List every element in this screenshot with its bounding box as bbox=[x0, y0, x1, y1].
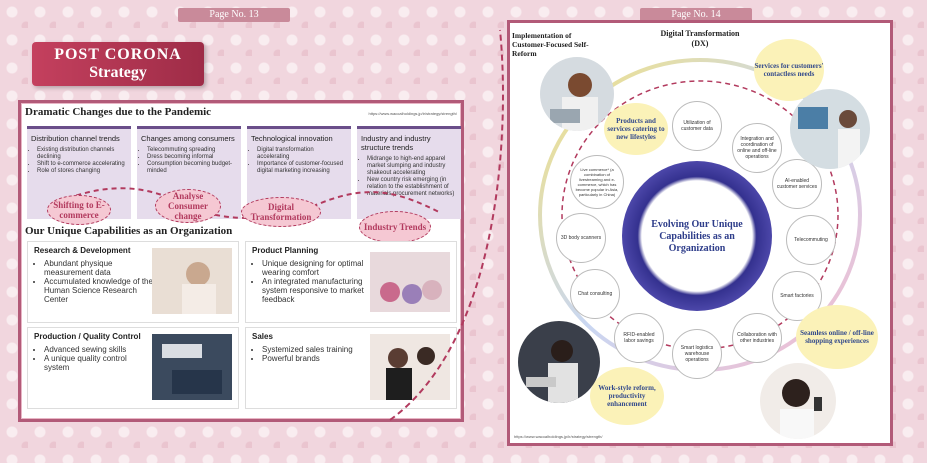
trend-column-4: Industry and industry structure trends M… bbox=[357, 126, 461, 219]
page-connector-arc bbox=[389, 29, 504, 421]
photo-woman-desk bbox=[518, 321, 600, 403]
node-rfid: RFID-enabled labor savings bbox=[614, 313, 664, 363]
card-title: Sales bbox=[252, 332, 273, 341]
capabilities-heading: Our Unique Capabilities as an Organizati… bbox=[25, 225, 233, 237]
sales-photo bbox=[370, 334, 450, 400]
node-chat-consulting: Chat consulting bbox=[570, 269, 620, 319]
card-item: A unique quality control system bbox=[44, 354, 154, 372]
trend-item: Dress becoming informal bbox=[147, 154, 237, 161]
banner-line2: Strategy bbox=[89, 64, 147, 81]
pandemic-url: https://www.wacoalholdings.jp/ir/strateg… bbox=[368, 111, 458, 116]
trend-item: Role of stores changing bbox=[37, 168, 127, 175]
bubble-work-style: Work-style reform, productivity enhancem… bbox=[590, 367, 664, 425]
card-item: Advanced sewing skills bbox=[44, 345, 154, 354]
page-number-right: Page No. 14 bbox=[640, 8, 752, 22]
node-collaboration: Collaboration with other industries bbox=[732, 313, 782, 363]
card-item: Abundant physique measurement data bbox=[44, 259, 154, 277]
research-photo bbox=[152, 248, 232, 314]
center-label: Evolving Our Unique Capabilities as an O… bbox=[651, 219, 743, 254]
card-item: Accumulated knowledge of the Human Scien… bbox=[44, 277, 154, 304]
bubble-new-lifestyles: Products and services catering to new li… bbox=[604, 103, 668, 155]
card-sales: Sales Systemized sales training Powerful… bbox=[245, 327, 457, 409]
card-item: Powerful brands bbox=[262, 354, 372, 363]
dashed-flow-line bbox=[50, 187, 442, 219]
planning-photo bbox=[370, 252, 450, 312]
trend-title: Changes among consumers bbox=[141, 134, 235, 143]
card-title: Product Planning bbox=[252, 246, 319, 255]
trend-item: Importance of customer-focused digital m… bbox=[257, 161, 347, 175]
right-content-panel: Implementation of Customer-Focused Self-… bbox=[507, 20, 893, 446]
node-customer-data: Utilization of customer data bbox=[672, 101, 722, 151]
node-telecommuting: Telecommuting bbox=[786, 215, 836, 265]
trend-item: Midrange to high-end apparel market slum… bbox=[367, 156, 457, 177]
photo-woman-screen bbox=[790, 89, 870, 169]
trend-item: Digital transformation accelerating bbox=[257, 147, 347, 161]
node-3d-scanners: 3D body scanners bbox=[556, 213, 606, 263]
card-item: Systemized sales training bbox=[262, 345, 372, 354]
card-title: Research & Development bbox=[34, 246, 131, 255]
node-online-offline: Integration and coordination of online a… bbox=[732, 123, 782, 173]
dx-url: https://www.wacoalholdings.jp/ir/strateg… bbox=[514, 434, 603, 439]
ellipse-digital: Digital Transformation bbox=[241, 197, 321, 227]
pandemic-heading: Dramatic Changes due to the Pandemic bbox=[25, 106, 212, 118]
trend-title: Technological innovation bbox=[251, 134, 333, 143]
photo-woman-phone bbox=[760, 363, 836, 439]
card-planning: Product Planning Unique designing for op… bbox=[245, 241, 457, 323]
card-item: An integrated manufacturing system respo… bbox=[262, 277, 372, 304]
card-item: Unique designing for optimal wearing com… bbox=[262, 259, 372, 277]
dx-heading: Digital Transformation (DX) bbox=[660, 29, 740, 48]
ellipse-consumer: Analyse Consumer change bbox=[155, 189, 221, 223]
trend-title: Industry and industry structure trends bbox=[361, 134, 431, 152]
page-number-left: Page No. 13 bbox=[178, 8, 290, 22]
left-content-panel: Dramatic Changes due to the Pandemic htt… bbox=[18, 100, 464, 422]
card-production: Production / Quality Control Advanced se… bbox=[27, 327, 239, 409]
node-live-commerce: Live commerce* (a combination of livestr… bbox=[570, 155, 624, 209]
node-smart-logistics: Smart logistics warehouse operations bbox=[672, 329, 722, 379]
bubble-contactless: Services for customers' contactless need… bbox=[754, 39, 824, 101]
bubble-seamless: Seamless online / off-line shopping expe… bbox=[796, 305, 878, 369]
card-title: Production / Quality Control bbox=[34, 332, 141, 341]
production-photo bbox=[152, 334, 232, 400]
trend-item: Shift to e-commerce accelerating bbox=[37, 161, 127, 168]
trend-item: Existing distribution channels declining bbox=[37, 147, 127, 161]
node-ai-services: AI-enabled customer services bbox=[772, 159, 822, 209]
trend-item: Consumption becoming budget-minded bbox=[147, 161, 237, 175]
post-corona-banner: POST CORONA Strategy bbox=[32, 42, 204, 86]
photo-woman-laptop bbox=[540, 57, 614, 131]
center-disk bbox=[622, 161, 772, 311]
card-research: Research & Development Abundant physique… bbox=[27, 241, 239, 323]
ellipse-ecommerce: Shifting to E- commerce bbox=[47, 195, 111, 225]
trend-title: Distribution channel trends bbox=[31, 134, 120, 143]
self-reform-heading: Implementation of Customer-Focused Self-… bbox=[512, 31, 589, 58]
trend-item: Telecommuting spreading bbox=[147, 147, 237, 154]
banner-line1: POST CORONA bbox=[54, 46, 182, 63]
ellipse-industry: Industry Trends bbox=[359, 211, 431, 243]
trend-item: New country risk emerging (in relation t… bbox=[367, 177, 457, 198]
